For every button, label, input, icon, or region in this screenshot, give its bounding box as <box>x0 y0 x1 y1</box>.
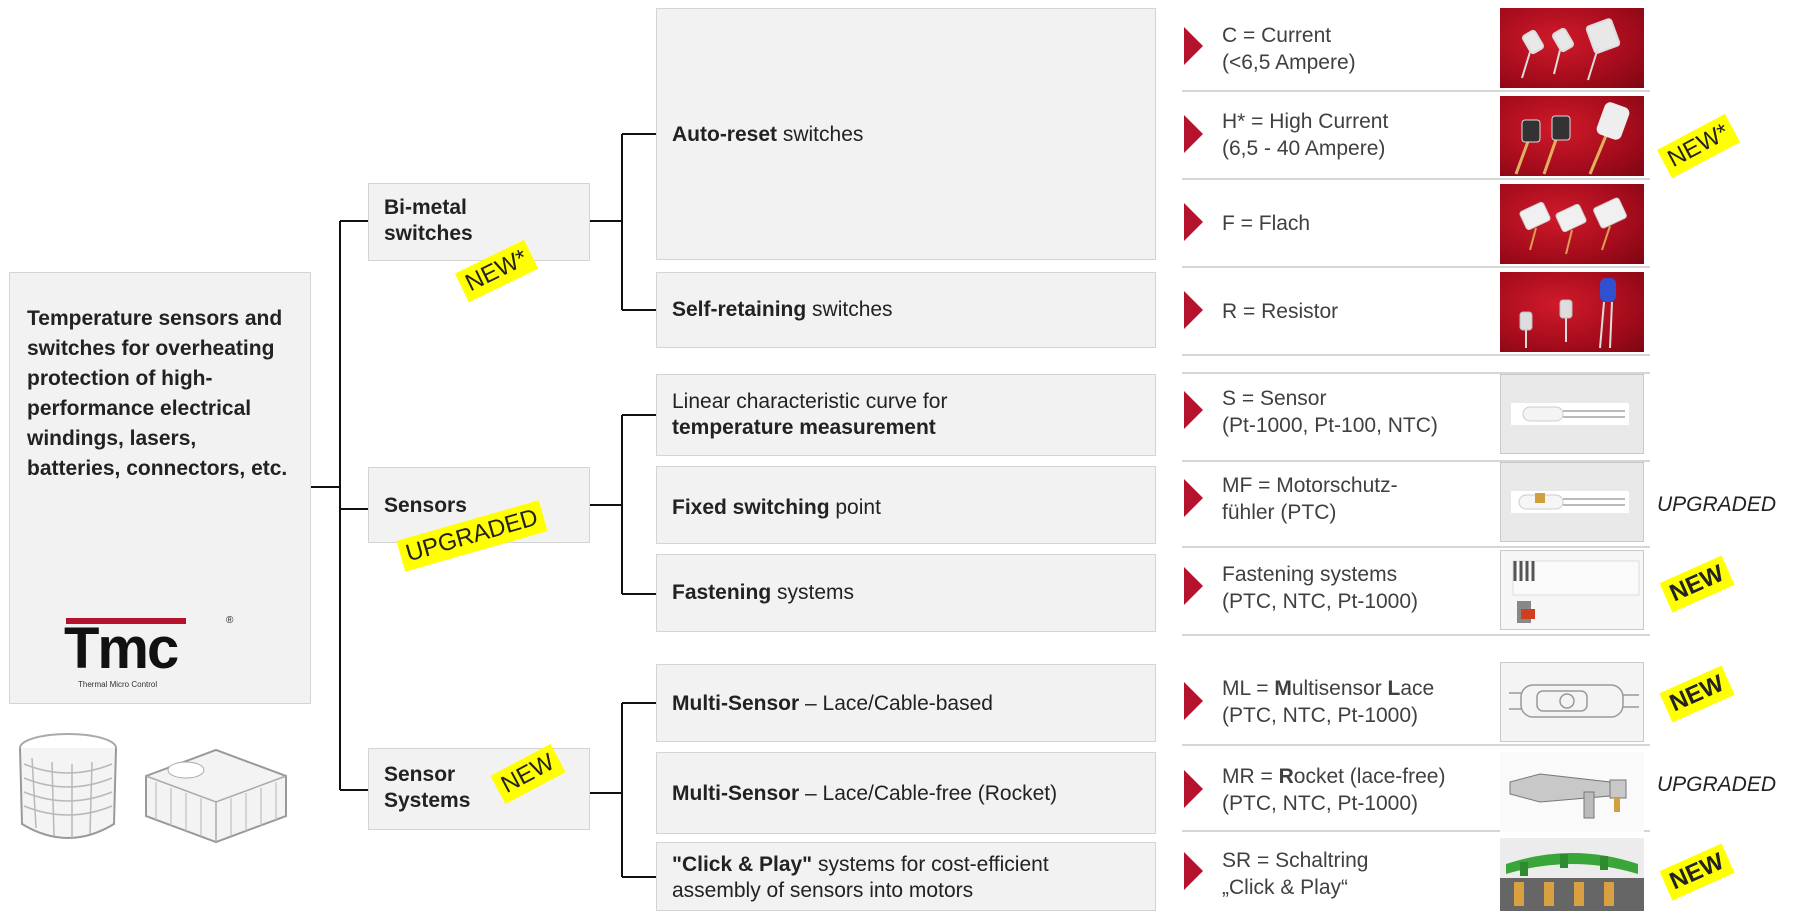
sub-self-retaining-text: Self-retaining switches <box>672 298 893 321</box>
sub-fastening <box>656 554 1156 632</box>
sub-fastening-text: Fastening systems <box>672 581 855 604</box>
separator <box>1182 178 1650 180</box>
separator <box>1182 546 1650 548</box>
sub-click-play <box>656 842 1156 911</box>
product-mr-tag: UPGRADED <box>1657 773 1777 796</box>
arrow-marker <box>1184 682 1203 720</box>
arrow-marker <box>1184 852 1203 890</box>
arrow-marker <box>1184 391 1203 429</box>
product-r-photo <box>1500 272 1644 352</box>
product-mf-text: MF = Motorschutz-fühler (PTC) <box>1222 474 1398 524</box>
product-ml-text: ML = Multisensor Lace (PTC, NTC, Pt-1000… <box>1222 677 1435 727</box>
sub-auto-reset <box>656 8 1156 260</box>
product-s-text: S = Sensor(Pt-1000, Pt-100, NTC) <box>1222 387 1438 437</box>
product-c-photo <box>1500 8 1644 88</box>
sub-linear-text: Linear characteristic curve for temperat… <box>672 390 948 439</box>
sub-ms-rocket-text: Multi-Sensor – Lace/Cable-free (Rocket) <box>672 782 1058 805</box>
product-sr-photo <box>1500 838 1644 911</box>
separator <box>1182 830 1650 832</box>
logo-tagline: Thermal Micro Control <box>78 680 158 689</box>
product-c-text: C = Current(<6,5 Ampere) <box>1222 24 1356 74</box>
sub-self-retaining <box>656 272 1156 348</box>
product-h-photo <box>1500 96 1644 176</box>
sub-auto-reset-text: Auto-reset switches <box>672 123 864 146</box>
sub-fixed <box>656 466 1156 544</box>
product-fs-text: Fastening systems(PTC, NTC, Pt-1000) <box>1222 563 1419 613</box>
arrow-marker <box>1184 115 1203 153</box>
arrow-marker <box>1184 291 1203 329</box>
separator <box>1182 90 1650 92</box>
separator <box>1182 354 1650 356</box>
logo-text: Tmc <box>64 616 179 681</box>
logo-registered: ® <box>226 615 234 626</box>
arrow-marker <box>1184 27 1203 65</box>
arrow-marker <box>1184 203 1203 241</box>
arrow-marker <box>1184 567 1203 605</box>
tmc-logo: Tmc ® Thermal Micro Control <box>60 614 242 694</box>
sub-fixed-text: Fixed switching point <box>672 496 881 519</box>
product-r-text: R = Resistor <box>1222 300 1339 323</box>
winding-sketch-image <box>145 748 287 844</box>
product-f-photo <box>1500 184 1644 264</box>
product-mr-photo <box>1500 752 1644 832</box>
product-sr-text: SR = Schaltring„Click & Play“ <box>1222 849 1369 899</box>
sub-ms-rocket <box>656 752 1156 834</box>
coil-sketch-image <box>19 733 117 839</box>
separator <box>1182 460 1650 462</box>
category-sensors-label: Sensors <box>384 494 467 517</box>
product-mf-photo <box>1500 462 1644 542</box>
product-f-text: F = Flach <box>1222 212 1311 235</box>
arrow-marker <box>1184 479 1203 517</box>
root-text: Temperature sensors and switches for ove… <box>27 307 288 480</box>
sub-ms-lace-text: Multi-Sensor – Lace/Cable-based <box>672 692 993 715</box>
product-h-text: H* = High Current(6,5 - 40 Ampere) <box>1222 110 1389 160</box>
sub-ms-lace <box>656 664 1156 742</box>
separator <box>1182 372 1650 374</box>
arrow-marker <box>1184 770 1203 808</box>
product-mr-text: MR = Rocket (lace-free) (PTC, NTC, Pt-10… <box>1222 765 1446 815</box>
category-bimetal-label: Bi-metal switches <box>384 196 473 245</box>
separator <box>1182 266 1650 268</box>
category-bimetal <box>368 183 590 261</box>
category-systems-label: Sensor Systems <box>384 763 471 812</box>
sub-linear <box>656 374 1156 456</box>
root-box <box>9 272 311 704</box>
product-ml-photo <box>1500 662 1644 742</box>
separator <box>1182 634 1650 636</box>
separator <box>1182 744 1650 746</box>
product-mf-tag: UPGRADED <box>1657 493 1777 516</box>
sub-click-play-text: "Click & Play" systems for cost-efficien… <box>672 853 1049 902</box>
product-s-photo <box>1500 374 1644 454</box>
product-fs-photo <box>1500 550 1644 630</box>
